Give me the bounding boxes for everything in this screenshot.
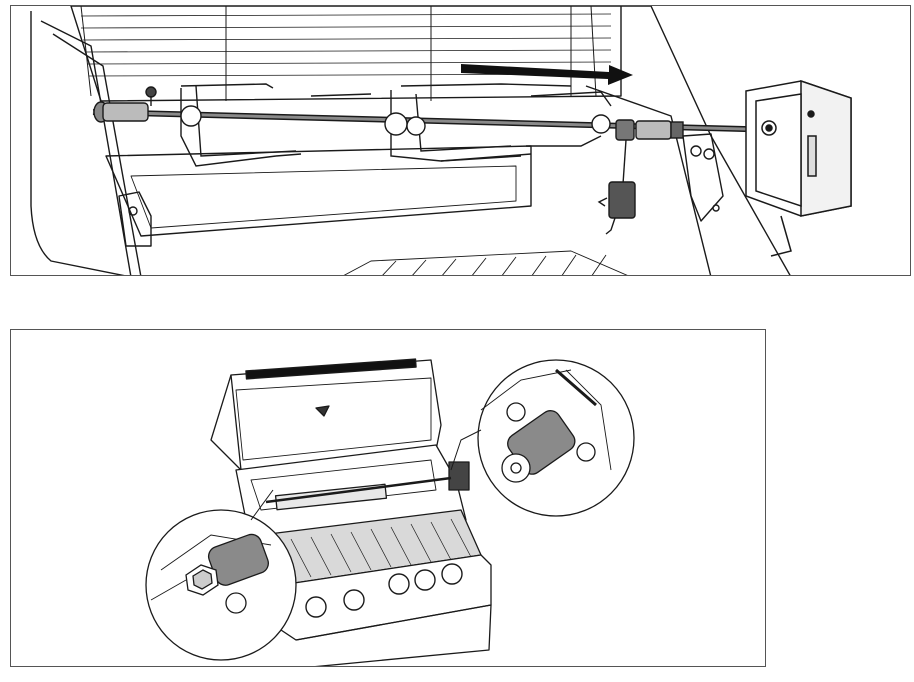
hood-handle [245,358,417,380]
firebox-inner [130,165,517,229]
spit-rod [265,476,452,504]
grill-overview-drawing [145,358,635,666]
hood-logo [315,405,330,417]
rotisserie-motor [448,461,470,491]
rotisserie-insertion-drawing [30,6,852,275]
right-bracket-hole-3 [712,204,720,212]
right-bracket-hole-2 [703,148,715,160]
spit-handle [93,86,157,123]
knob-3 [388,573,410,595]
hood-frame [30,11,125,275]
knob-5 [441,563,463,585]
rotisserie-insertion-illustration [10,5,911,276]
right-bracket-hole-1 [690,145,702,157]
knob-4 [414,569,436,591]
right-bracket [682,133,724,222]
hood-side-left [210,374,242,471]
rotisserie-motor [745,79,852,257]
control-knobs [305,563,463,618]
grill-overview-illustration [10,329,766,667]
right-wall-inner [585,85,712,275]
knob-2 [343,589,365,611]
cooking-grate [343,250,628,275]
hood-inner-face [235,377,432,461]
grill-base [295,604,492,666]
counterweight [597,139,636,235]
detail-inset-left [145,489,297,661]
back-panel-grooves [80,13,612,77]
knob-1 [305,596,327,618]
left-bracket-hole [128,206,138,216]
spit-fork-left [180,83,372,167]
detail-inset-right [450,359,635,517]
warming-rack [80,6,597,101]
firebox-back-wall [250,459,437,511]
back-panel [70,6,622,102]
insert-direction-arrow [461,64,633,85]
left-bracket [118,191,152,247]
spit-fork-center [384,83,572,162]
right-wall [621,6,791,275]
spit-fork-right [526,91,612,147]
spit-collar [615,119,684,141]
hood-left-side [40,20,132,275]
